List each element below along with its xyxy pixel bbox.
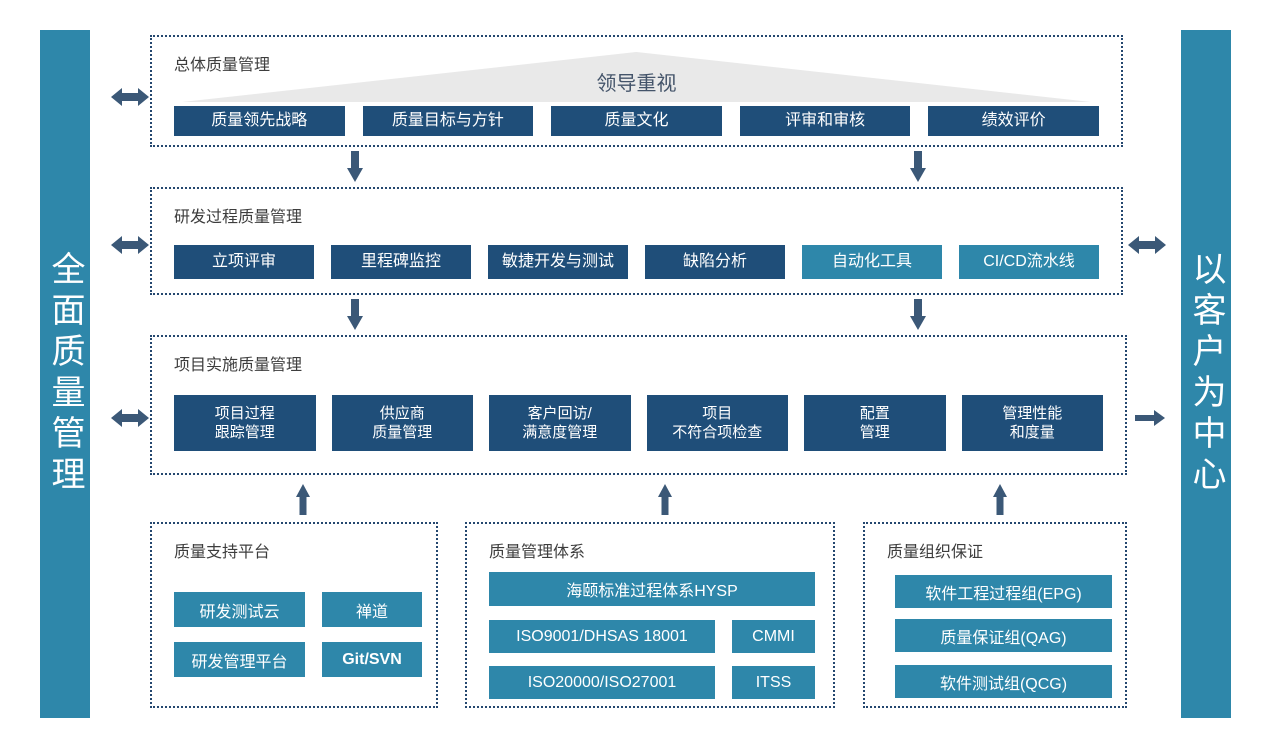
block-item: 质量领先战略 — [174, 106, 345, 136]
block-item: 研发管理平台 — [174, 642, 305, 677]
block-item-line: 质量管理 — [372, 424, 433, 441]
block-item: 自动化工具 — [802, 245, 942, 279]
rd-process-items: 立项评审 里程碑监控 敏捷开发与测试 缺陷分析 自动化工具 CI/CD流水线 — [174, 245, 1099, 279]
quality-system-section: 质量管理体系 海颐标准过程体系HYSP ISO9001/DHSAS 18001 … — [465, 522, 835, 708]
quality-org-section: 质量组织保证 软件工程过程组(EPG) 质量保证组(QAG) 软件测试组(QCG… — [863, 522, 1127, 708]
up-arrow-icon — [993, 484, 1007, 515]
block-item: Git/SVN — [322, 642, 422, 677]
block-item-line: 配置 — [859, 404, 890, 422]
quality-system-title: 质量管理体系 — [489, 544, 586, 561]
block-item: 立项评审 — [174, 245, 314, 279]
customer-centric-rail: 以客户为中心 — [1181, 30, 1231, 718]
leadership-banner: 领导重视 — [596, 73, 677, 95]
down-arrow-icon — [347, 151, 363, 182]
support-platform-section: 质量支持平台 研发测试云 禅道 研发管理平台 Git/SVN — [150, 522, 438, 708]
project-impl-items: 项目过程 跟踪管理 供应商 质量管理 客户回访/ 满意度管理 项目 不符合项检查… — [174, 395, 1103, 451]
total-quality-rail: 全面质量管理 — [40, 30, 90, 718]
total-quality-rail-label: 全面质量管理 — [46, 251, 84, 497]
block-item-line: 管理 — [859, 424, 890, 441]
block-item-line: 满意度管理 — [522, 424, 598, 441]
customer-centric-rail-label: 以客户为中心 — [1187, 251, 1225, 497]
block-item: 敏捷开发与测试 — [488, 245, 628, 279]
down-arrow-icon — [910, 151, 926, 182]
block-item-line: 跟踪管理 — [214, 424, 275, 441]
block-item: CI/CD流水线 — [959, 245, 1099, 279]
block-item-line: 供应商 — [379, 404, 425, 422]
block-item-line: 不符合项检查 — [672, 424, 763, 441]
block-item: 项目过程 跟踪管理 — [174, 395, 316, 451]
block-item: 软件测试组(QCG) — [895, 665, 1112, 698]
block-item-line: 客户回访/ — [527, 404, 592, 422]
up-arrow-icon — [296, 484, 310, 515]
block-item: 海颐标准过程体系HYSP — [489, 572, 815, 606]
block-item: 项目 不符合项检查 — [646, 395, 788, 451]
block-item: 配置 管理 — [804, 395, 946, 451]
bidirectional-arrow-icon — [111, 407, 149, 429]
project-impl-title: 项目实施质量管理 — [174, 357, 303, 374]
down-arrow-icon — [910, 299, 926, 330]
block-item-line: 项目过程 — [214, 404, 275, 422]
block-item: 质量保证组(QAG) — [895, 619, 1112, 652]
bidirectional-arrow-icon — [111, 234, 149, 256]
block-item: 管理性能 和度量 — [961, 395, 1103, 451]
block-item: 评审和审核 — [739, 106, 911, 136]
block-item: 质量文化 — [551, 106, 722, 136]
up-arrow-icon — [658, 484, 672, 515]
block-item: 供应商 质量管理 — [331, 395, 473, 451]
block-item: 质量目标与方针 — [362, 106, 534, 136]
down-arrow-icon — [347, 299, 363, 330]
overall-quality-items: 质量领先战略 质量目标与方针 质量文化 评审和审核 绩效评价 — [174, 106, 1099, 136]
block-item: ISO20000/ISO27001 — [489, 666, 715, 699]
support-platform-title: 质量支持平台 — [174, 544, 271, 561]
block-item: CMMI — [732, 620, 815, 653]
overall-quality-section: 总体质量管理 领导重视 质量领先战略 质量目标与方针 质量文化 评审和审核 绩效… — [150, 35, 1123, 147]
quality-org-title: 质量组织保证 — [887, 544, 984, 561]
block-item: 禅道 — [322, 592, 422, 627]
rd-process-title: 研发过程质量管理 — [174, 209, 303, 226]
right-arrow-icon — [1135, 410, 1165, 426]
block-item-line: 和度量 — [1009, 424, 1055, 441]
block-item: 缺陷分析 — [645, 245, 785, 279]
block-item-line: 管理性能 — [1002, 404, 1063, 422]
overall-quality-title: 总体质量管理 — [174, 57, 271, 74]
block-item: 客户回访/ 满意度管理 — [489, 395, 631, 451]
rd-process-section: 研发过程质量管理 立项评审 里程碑监控 敏捷开发与测试 缺陷分析 自动化工具 C… — [150, 187, 1123, 295]
block-item: 里程碑监控 — [331, 245, 471, 279]
block-item: ITSS — [732, 666, 815, 699]
block-item: 绩效评价 — [928, 106, 1099, 136]
bidirectional-arrow-icon — [1128, 234, 1166, 256]
block-item: 研发测试云 — [174, 592, 305, 627]
project-impl-section: 项目实施质量管理 项目过程 跟踪管理 供应商 质量管理 客户回访/ 满意度管理 … — [150, 335, 1127, 475]
block-item: ISO9001/DHSAS 18001 — [489, 620, 715, 653]
bidirectional-arrow-icon — [111, 86, 149, 108]
block-item: 软件工程过程组(EPG) — [895, 575, 1112, 608]
block-item-line: 项目 — [702, 404, 733, 422]
